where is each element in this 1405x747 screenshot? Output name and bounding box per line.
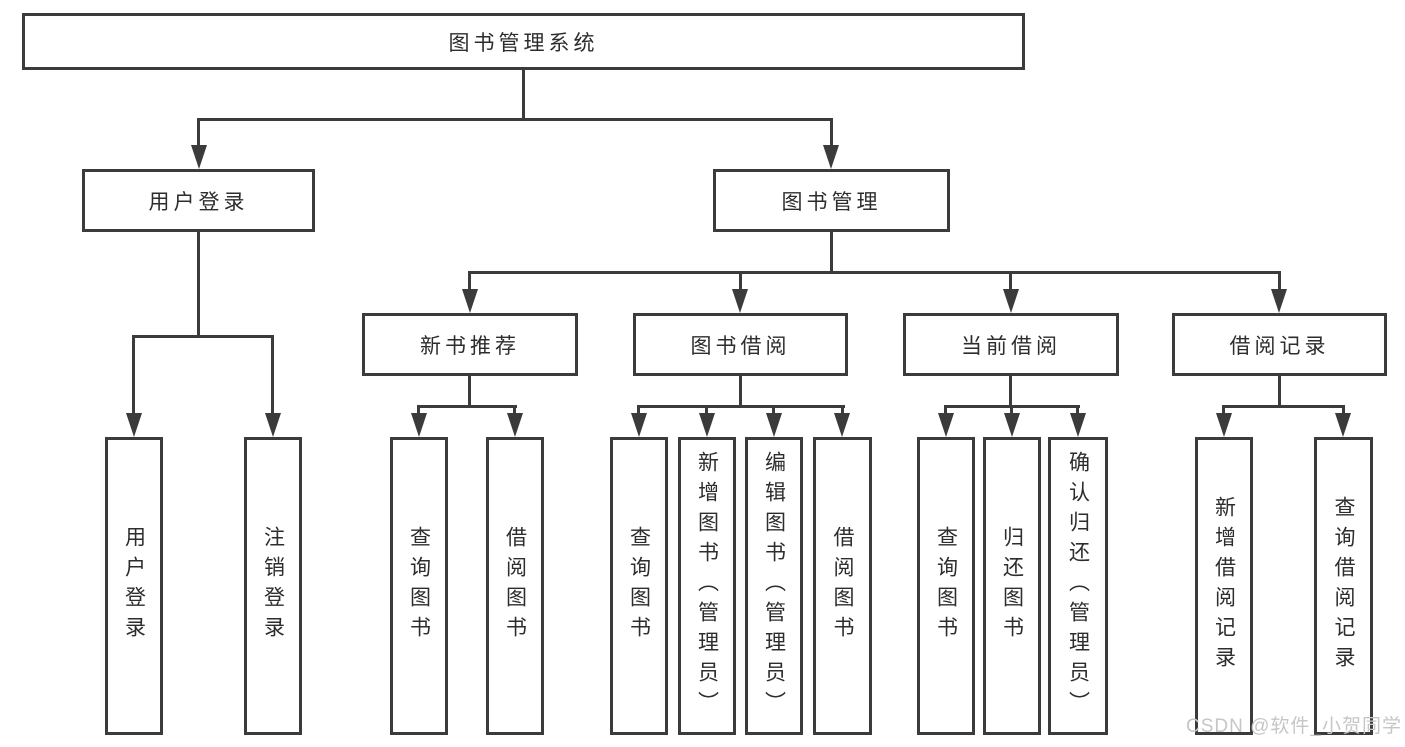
node-label: 查询借阅记录 [1332, 496, 1356, 676]
arrowhead [834, 413, 850, 437]
node-label: 借阅记录 [1229, 334, 1330, 358]
node-book-management: 图书管理 [713, 169, 950, 232]
connector-arrow-line [637, 405, 640, 417]
leaf-query-books-recommend: 查询图书 [390, 437, 448, 735]
connector-stem-root [522, 70, 525, 121]
connector-arrow-line [1009, 271, 1012, 291]
leaf-borrow-books: 借阅图书 [813, 437, 872, 735]
connector-branch-level3 [468, 271, 1281, 274]
node-label: 图书管理 [781, 190, 882, 214]
connector-arrow-line [513, 405, 516, 417]
connector-arrow-line [1076, 405, 1079, 417]
node-book-borrow: 图书借阅 [633, 313, 848, 376]
node-new-book-recommend: 新书推荐 [362, 313, 578, 376]
node-label: 图书管理系统 [448, 31, 599, 55]
node-library-management-system: 图书管理系统 [22, 13, 1025, 70]
node-label: 图书借阅 [690, 334, 791, 358]
connector-arrow-line [830, 118, 833, 147]
arrowhead [1004, 413, 1020, 437]
leaf-add-book-admin: 新增图书（管理员） [678, 437, 736, 735]
arrowhead [1216, 413, 1232, 437]
arrowhead [411, 413, 427, 437]
node-current-borrow: 当前借阅 [903, 313, 1119, 376]
leaf-confirm-return-admin: 确认归还（管理员） [1048, 437, 1108, 735]
connector-stem-user-login [197, 232, 200, 338]
node-label: 编辑图书（管理员） [762, 451, 786, 721]
connector-arrow-line [1278, 271, 1281, 291]
connector-branch-borrow-records [1222, 405, 1345, 408]
connector-branch-level2 [197, 118, 833, 121]
arrowhead [1003, 289, 1019, 313]
arrowhead [1271, 289, 1287, 313]
connector-branch-book-borrow [637, 405, 845, 408]
connector-branch-new-book-recommend [417, 405, 517, 408]
leaf-query-books-borrow: 查询图书 [610, 437, 668, 735]
leaf-query-borrow-record: 查询借阅记录 [1314, 437, 1373, 735]
connector-stem-borrow-records [1278, 376, 1281, 408]
arrowhead [1335, 413, 1351, 437]
csdn-watermark: CSDN @软件_小贺同学 [1186, 716, 1402, 737]
connector-branch-user-login [132, 335, 274, 338]
node-label: 归还图书 [1000, 526, 1024, 646]
arrowhead [938, 413, 954, 437]
node-label: 借阅图书 [503, 526, 527, 646]
connector-stem-current-borrow [1009, 376, 1012, 408]
leaf-borrow-books-recommend: 借阅图书 [486, 437, 544, 735]
leaf-add-borrow-record: 新增借阅记录 [1195, 437, 1253, 735]
connector-arrow-line [739, 271, 742, 291]
arrowhead [462, 289, 478, 313]
arrowhead [631, 413, 647, 437]
arrowhead [699, 413, 715, 437]
connector-arrow-line [1342, 405, 1345, 417]
connector-stem-new-book-recommend [468, 376, 471, 408]
leaf-logout: 注销登录 [244, 437, 302, 735]
connector-arrow-line [468, 271, 471, 291]
connector-arrow-line [132, 335, 135, 415]
arrowhead [126, 413, 142, 437]
node-label: 用户登录 [148, 190, 249, 214]
node-label: 查询图书 [627, 526, 651, 646]
connector-arrow-line [705, 405, 708, 417]
leaf-user-login: 用户登录 [105, 437, 163, 735]
node-label: 新书推荐 [420, 334, 520, 358]
connector-arrow-line [197, 118, 200, 147]
arrowhead [766, 413, 782, 437]
connector-stem-book-borrow [739, 376, 742, 408]
node-borrow-records: 借阅记录 [1172, 313, 1387, 376]
connector-arrow-line [1010, 405, 1013, 417]
arrowhead [823, 145, 839, 169]
connector-arrow-line [944, 405, 947, 417]
connector-arrow-line [271, 335, 274, 415]
leaf-edit-book-admin: 编辑图书（管理员） [745, 437, 803, 735]
arrowhead [732, 289, 748, 313]
node-label: 确认归还（管理员） [1066, 451, 1090, 721]
connector-arrow-line [417, 405, 420, 417]
arrowhead [507, 413, 523, 437]
arrowhead [191, 145, 207, 169]
connector-stem-book-management [830, 232, 833, 274]
node-label: 查询图书 [934, 526, 958, 646]
node-label: 借阅图书 [831, 526, 855, 646]
node-label: 当前借阅 [961, 334, 1061, 358]
node-label: 查询图书 [407, 526, 431, 646]
connector-arrow-line [841, 405, 844, 417]
leaf-return-books: 归还图书 [983, 437, 1041, 735]
node-label: 用户登录 [122, 526, 146, 646]
leaf-query-books-current: 查询图书 [917, 437, 975, 735]
connector-arrow-line [1222, 405, 1225, 417]
arrowhead [265, 413, 281, 437]
arrowhead [1070, 413, 1086, 437]
node-user-login: 用户登录 [82, 169, 315, 232]
connector-arrow-line [772, 405, 775, 417]
node-label: 注销登录 [261, 526, 285, 646]
node-label: 新增图书（管理员） [695, 451, 719, 721]
node-label: 新增借阅记录 [1212, 496, 1236, 676]
